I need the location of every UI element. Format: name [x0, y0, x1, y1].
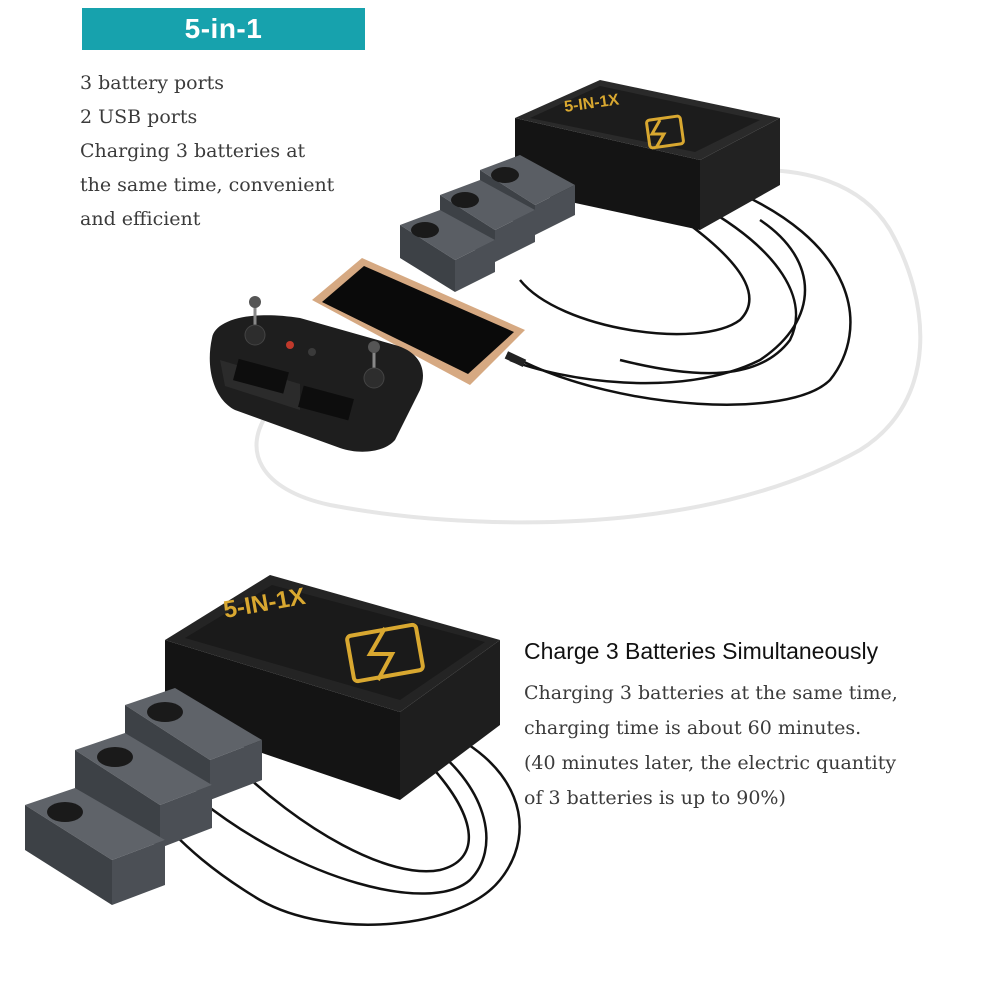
charging-cable	[229, 759, 471, 873]
charger-hub-bottom: 5-IN-1X	[165, 575, 500, 800]
feature-line: and efficient	[80, 208, 201, 230]
battery-top-3	[400, 210, 495, 292]
feature-line: the same time, convenient	[80, 174, 335, 196]
description-line: (40 minutes later, the electric quantity	[524, 752, 897, 774]
description-line: of 3 batteries is up to 90%)	[524, 787, 786, 809]
remote-controller	[209, 296, 423, 452]
header-banner: 5-in-1	[82, 8, 365, 50]
feature-line: 2 USB ports	[80, 106, 198, 128]
battery-bottom-2	[75, 733, 212, 848]
description-line: charging time is about 60 minutes.	[524, 717, 862, 739]
charging-cable	[169, 723, 521, 926]
charging-cable	[519, 224, 751, 336]
battery-bottom-3	[25, 788, 165, 905]
feature-line: 3 battery ports	[80, 72, 225, 94]
charging-cable	[509, 218, 807, 385]
banner-title: 5-in-1	[184, 13, 263, 44]
charging-cable	[199, 744, 488, 895]
section-title: Charge 3 Batteries Simultaneously	[524, 638, 879, 664]
smartphone	[312, 258, 527, 385]
charging-cable	[619, 203, 798, 375]
description-line: Charging 3 batteries at the same time,	[524, 682, 898, 704]
section-description: Charging 3 batteries at the same time, c…	[524, 676, 994, 816]
feature-line: Charging 3 batteries at	[80, 140, 306, 162]
charging-cable	[519, 183, 852, 406]
feature-list: 3 battery ports 2 USB ports Charging 3 b…	[80, 66, 400, 236]
charger-hub-top: 5-IN-1X	[515, 80, 780, 230]
usb-cable-white	[254, 168, 923, 525]
